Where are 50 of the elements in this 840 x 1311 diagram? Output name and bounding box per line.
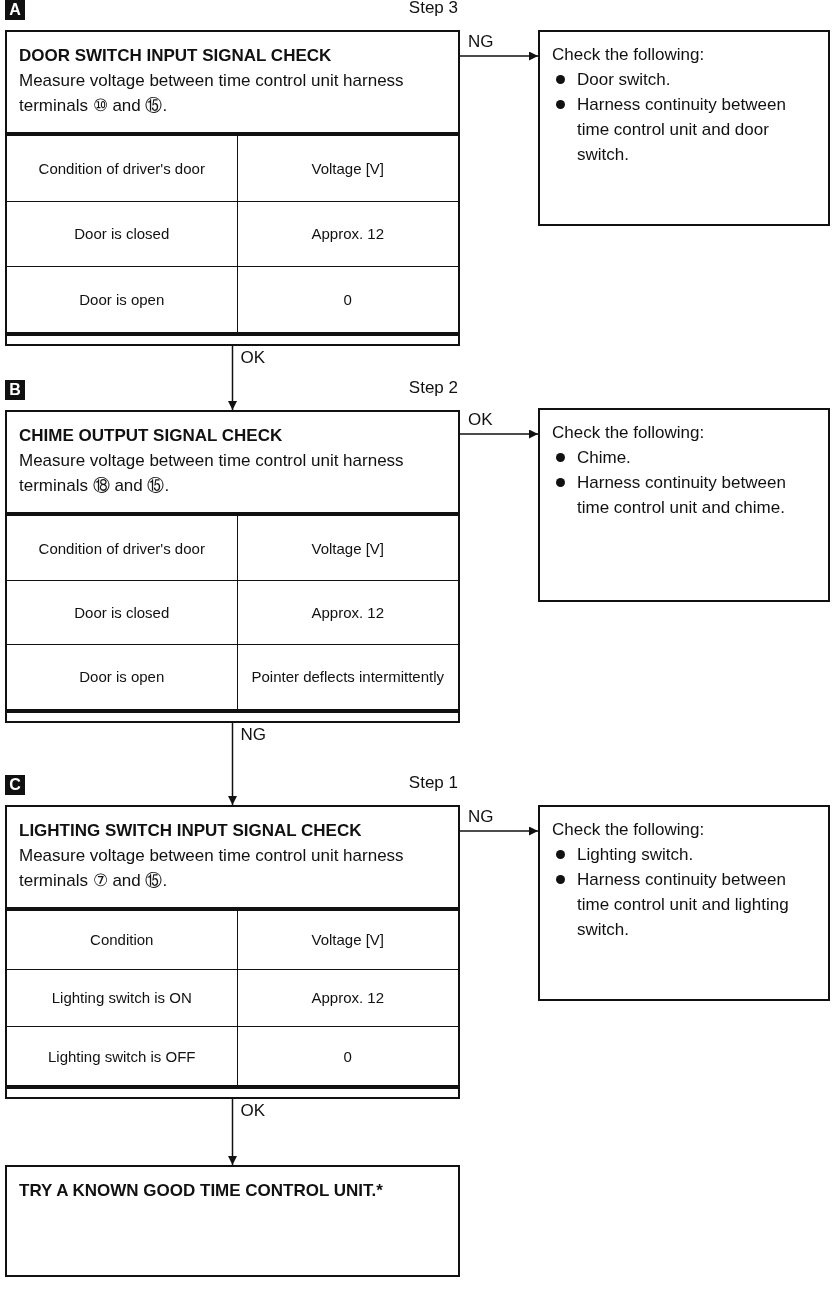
- table-header: Condition: [7, 909, 237, 970]
- check-heading: Check the following:: [552, 819, 706, 841]
- table-cell: 0: [237, 266, 458, 334]
- table-cell: Door is closed: [7, 201, 237, 267]
- table-header: Voltage [V]: [237, 909, 458, 970]
- arrow: [459, 429, 539, 439]
- check-box: [538, 805, 830, 1001]
- arrow: [228, 345, 237, 411]
- check-heading: Check the following:: [552, 422, 706, 444]
- table-cell: Pointer deflects intermittently: [237, 644, 458, 711]
- table-cell: Approx. 12: [237, 201, 458, 267]
- step-letter-badge: B: [5, 380, 25, 400]
- step-number: Step 1: [408, 773, 458, 793]
- table-header: Condition of driver's door: [7, 514, 237, 581]
- check-heading: Check the following:: [552, 44, 706, 66]
- table-header: Voltage [V]: [237, 134, 458, 202]
- step-heading: TRY A KNOWN GOOD TIME CONTROL UNIT.*: [18, 1180, 384, 1202]
- step-instruction: Measure voltage between time control unit harness terminals ⑦ and ⑮.: [18, 845, 405, 892]
- check-box: [538, 30, 830, 226]
- table-cell: Lighting switch is OFF: [7, 1026, 237, 1087]
- bullet-item: Chime.: [577, 447, 631, 469]
- check-box: [538, 408, 830, 602]
- table-header: Condition of driver's door: [7, 134, 237, 202]
- table-cell: Door is closed: [7, 580, 237, 645]
- table-cell: 0: [237, 1026, 458, 1087]
- step-heading: DOOR SWITCH INPUT SIGNAL CHECK: [18, 45, 333, 67]
- table-cell: Door is open: [7, 266, 237, 334]
- bullet-item: Door switch.: [577, 69, 671, 91]
- step-heading: LIGHTING SWITCH INPUT SIGNAL CHECK: [18, 820, 363, 842]
- arrow: [459, 826, 539, 836]
- step-box: [5, 1165, 460, 1277]
- step-letter-badge: A: [5, 0, 25, 20]
- step-instruction: Measure voltage between time control unit harness terminals ⑱ and ⑮.: [18, 450, 405, 497]
- table-cell: Approx. 12: [237, 969, 458, 1027]
- arrow: [228, 722, 237, 806]
- step-number: Step 3: [408, 0, 458, 18]
- step-heading: CHIME OUTPUT SIGNAL CHECK: [18, 425, 284, 447]
- table-cell: Lighting switch is ON: [7, 969, 237, 1027]
- bullet-item: Harness continuity between time control unit and door switch.: [577, 94, 787, 166]
- step-instruction: Measure voltage between time control unit harness terminals ⑩ and ⑮.: [18, 70, 405, 117]
- bullet-item: Harness continuity between time control unit and chime.: [577, 472, 787, 519]
- table-cell: Approx. 12: [237, 580, 458, 645]
- step-number: Step 2: [408, 378, 458, 398]
- bullet-item: Harness continuity between time control unit and lighting switch.: [577, 869, 790, 941]
- arrow: [459, 51, 539, 61]
- table-header: Voltage [V]: [237, 514, 458, 581]
- step-letter-badge: C: [5, 775, 25, 795]
- table-cell: Door is open: [7, 644, 237, 711]
- arrow: [228, 1098, 237, 1166]
- bullet-item: Lighting switch.: [577, 844, 694, 866]
